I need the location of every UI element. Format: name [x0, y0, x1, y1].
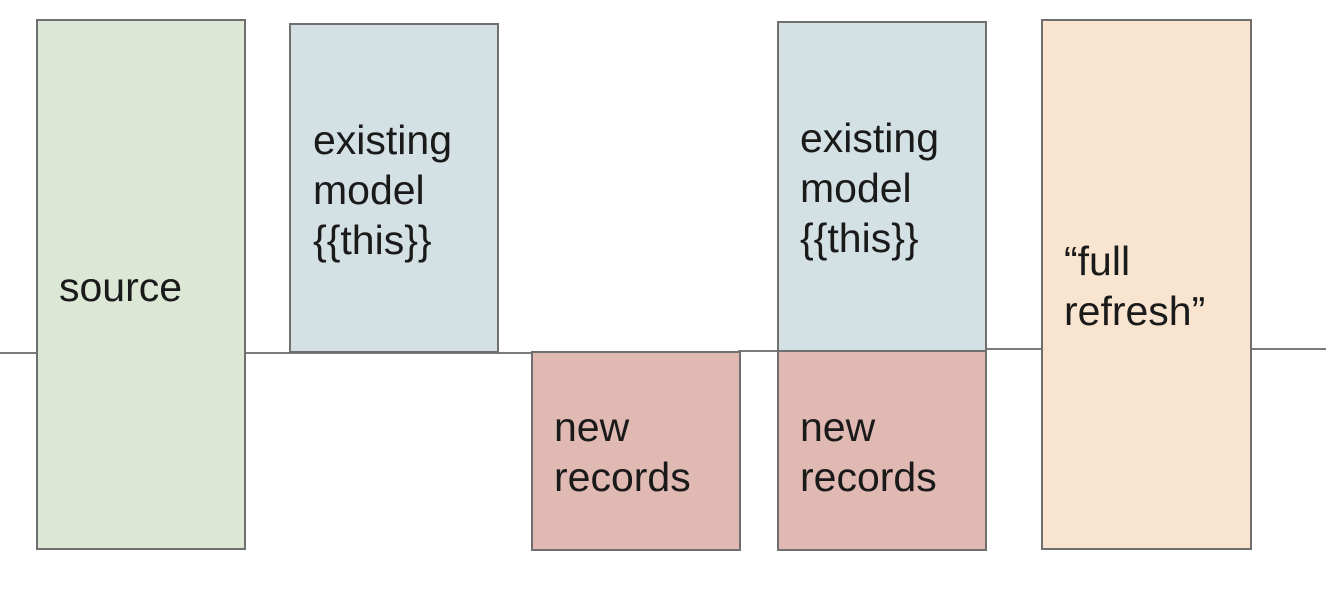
new-records-label-2: new records: [800, 404, 937, 500]
existing-model-label-1: existing model {{this}}: [313, 117, 453, 263]
existing-model-box-1: [289, 23, 499, 353]
full-refresh-label: “full refresh”: [1064, 238, 1206, 334]
baseline-left: [0, 352, 532, 354]
existing-model-label-2: existing model {{this}}: [800, 115, 940, 261]
source-box: [36, 19, 246, 550]
full-refresh-box: [1041, 19, 1252, 550]
source-label: source: [59, 264, 183, 310]
baseline-middle: [738, 350, 780, 352]
new-records-box-1: [531, 351, 741, 551]
new-records-label-1: new records: [554, 404, 691, 500]
new-records-box-2: [777, 350, 987, 551]
